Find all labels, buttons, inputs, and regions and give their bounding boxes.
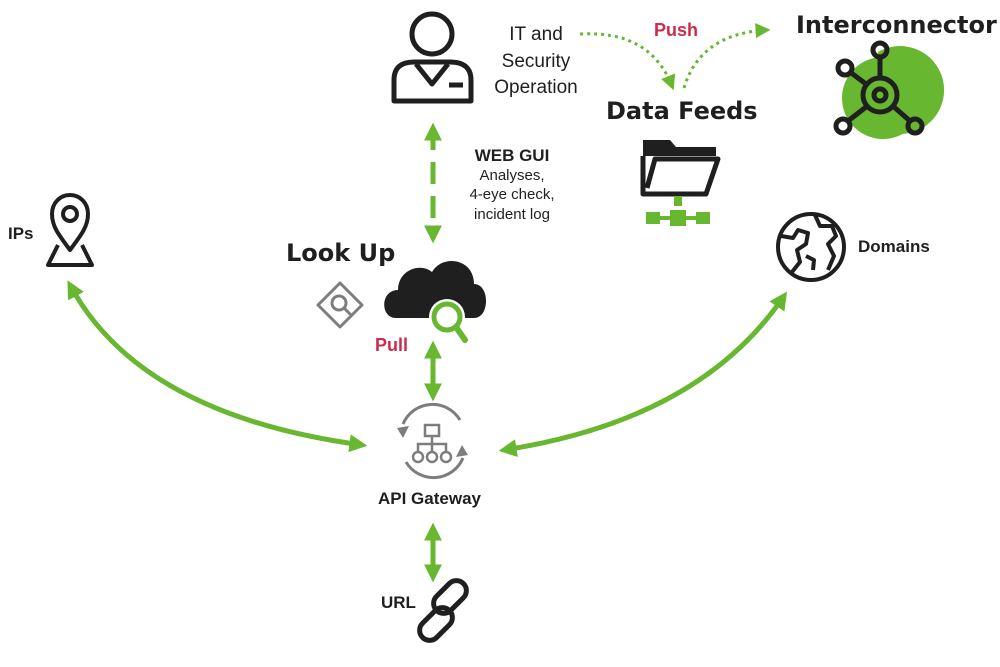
url-label: URL bbox=[381, 593, 416, 612]
cloud-search-icon bbox=[384, 260, 486, 343]
arrow-datafeeds-to-interconnector bbox=[682, 23, 771, 89]
folder-network-icon bbox=[640, 140, 721, 226]
interconnector-title: Interconnector bbox=[796, 11, 997, 39]
pull-label: Pull bbox=[375, 335, 409, 355]
link-icon bbox=[417, 578, 469, 643]
connector-arrows bbox=[67, 23, 788, 583]
user-icon bbox=[391, 11, 474, 104]
look-up-title: Look Up bbox=[286, 239, 396, 267]
it-security-line: Security bbox=[501, 50, 571, 72]
web-gui-line: incident log bbox=[474, 205, 550, 223]
hub-icon bbox=[833, 40, 945, 139]
location-pin-icon bbox=[46, 193, 94, 267]
data-feeds-title: Data Feeds bbox=[606, 97, 758, 125]
push-label: Push bbox=[654, 20, 699, 40]
search-tag-icon bbox=[316, 281, 364, 329]
it-security-line: Operation bbox=[494, 77, 578, 99]
api-gateway-label: API Gateway bbox=[378, 489, 481, 508]
arrow-ips-to-gateway bbox=[67, 280, 368, 453]
gateway-hierarchy-icon bbox=[397, 402, 468, 480]
web-gui-title: WEB GUI bbox=[474, 146, 550, 165]
web-gui-block: WEB GUI Analyses, 4-eye check, incident … bbox=[456, 146, 568, 224]
ips-label: IPs bbox=[8, 224, 34, 243]
domains-label: Domains bbox=[858, 237, 930, 256]
globe-icon bbox=[776, 212, 846, 282]
arrow-domains-to-gateway bbox=[498, 291, 788, 457]
it-security-label: IT and Security Operation bbox=[486, 22, 586, 102]
web-gui-line: 4-eye check, bbox=[469, 186, 555, 204]
it-security-line: IT and bbox=[509, 24, 563, 45]
web-gui-line: Analyses, bbox=[479, 166, 545, 184]
arrow-itsec-to-datafeeds bbox=[579, 32, 676, 91]
